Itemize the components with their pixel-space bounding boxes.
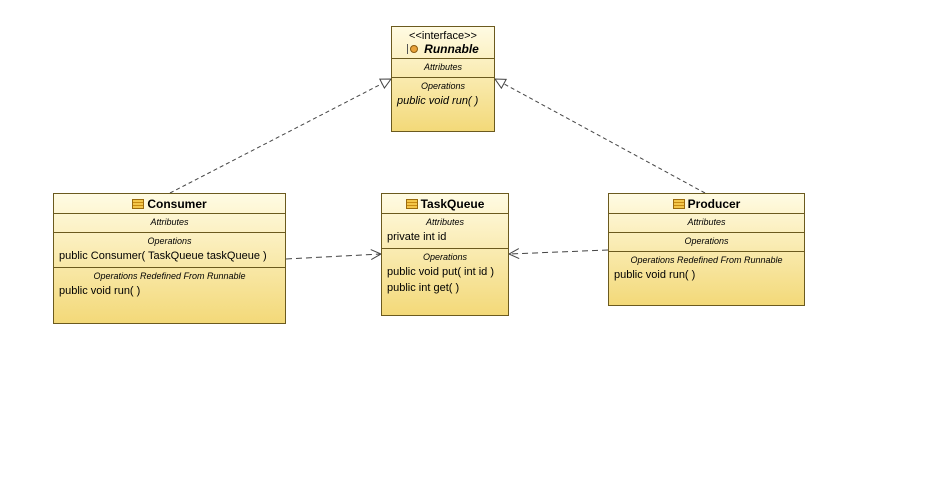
producer-class-box[interactable]: Producer Attributes Operations Operation… — [608, 193, 805, 306]
redefined-title: Operations Redefined From Runnable — [93, 271, 246, 281]
producer-operations-section: Operations — [609, 233, 804, 252]
taskqueue-header: TaskQueue — [382, 194, 508, 214]
runnable-name: Runnable — [424, 42, 479, 56]
operations-title: Operations — [420, 81, 466, 91]
class-icon — [405, 199, 418, 209]
taskqueue-name: TaskQueue — [420, 197, 485, 211]
taskqueue-class-box[interactable]: TaskQueue Attributes private int id Oper… — [381, 193, 509, 316]
taskqueue-attr-id: private int id — [387, 231, 447, 243]
class-icon — [672, 199, 685, 209]
producer-name: Producer — [687, 197, 741, 211]
consumer-header: Consumer — [54, 194, 285, 214]
producer-realizes-runnable — [495, 79, 706, 194]
runnable-attributes-section: Attributes — [392, 59, 494, 78]
consumer-attributes-section: Attributes — [54, 214, 285, 233]
runnable-interface-box[interactable]: <<interface>> Runnable Attributes Operat… — [391, 26, 495, 132]
taskqueue-operations-section: Operations public void put( int id ) pub… — [382, 249, 508, 299]
consumer-class-box[interactable]: Consumer Attributes Operations public Co… — [53, 193, 286, 324]
consumer-op-constructor: public Consumer( TaskQueue taskQueue ) — [59, 250, 267, 262]
taskqueue-attributes-section: Attributes private int id — [382, 214, 508, 249]
taskqueue-op-put: public void put( int id ) — [387, 266, 494, 278]
consumer-op-run: public void run( ) — [59, 285, 141, 297]
runnable-operations-section: Operations public void run( ) — [392, 78, 494, 112]
consumer-redefined-section: Operations Redefined From Runnable publi… — [54, 268, 285, 302]
producer-op-run: public void run( ) — [614, 269, 696, 281]
producer-redefined-section: Operations Redefined From Runnable publi… — [609, 252, 804, 286]
producer-attributes-section: Attributes — [609, 214, 804, 233]
interface-icon — [407, 44, 421, 54]
producer-header: Producer — [609, 194, 804, 214]
redefined-title: Operations Redefined From Runnable — [630, 255, 783, 265]
operations-title: Operations — [147, 236, 192, 246]
consumer-operations-section: Operations public Consumer( TaskQueue ta… — [54, 233, 285, 268]
attributes-title: Attributes — [687, 217, 726, 227]
consumer-realizes-runnable — [169, 79, 391, 194]
attributes-title: Attributes — [423, 62, 463, 72]
consumer-name: Consumer — [147, 197, 207, 211]
attributes-title: Attributes — [150, 217, 189, 227]
runnable-header: <<interface>> Runnable — [392, 27, 494, 59]
producer-uses-taskqueue — [509, 250, 609, 254]
runnable-op-run: public void run( ) — [397, 95, 479, 107]
operations-title: Operations — [684, 236, 729, 246]
attributes-title: Attributes — [425, 217, 465, 227]
taskqueue-op-get: public int get( ) — [387, 282, 460, 294]
interface-stereotype: <<interface>> — [409, 30, 477, 42]
class-icon — [132, 199, 145, 209]
operations-title: Operations — [422, 252, 468, 262]
consumer-uses-taskqueue — [285, 254, 381, 259]
